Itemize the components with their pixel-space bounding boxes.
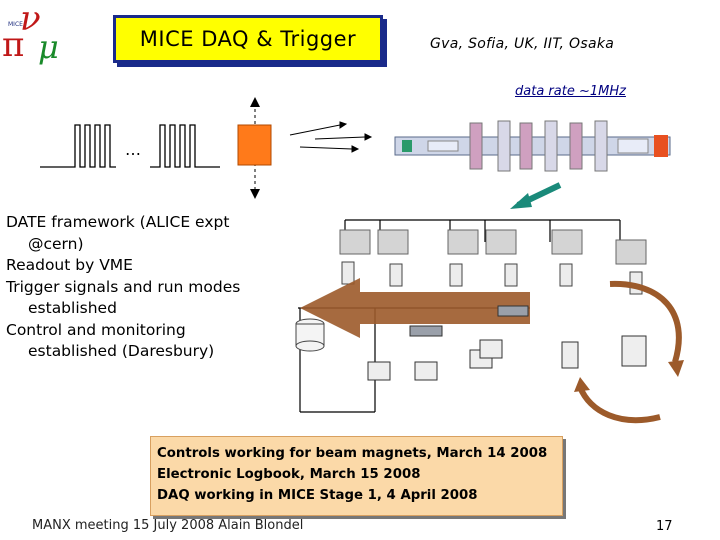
bullet-trigger: Trigger signals and run modes xyxy=(6,277,241,296)
data-store-icon xyxy=(295,318,325,352)
beamline-icon xyxy=(394,120,671,172)
terminal-icons xyxy=(367,335,647,381)
milestones-box: Controls working for beam magnets, March… xyxy=(150,436,563,516)
switch-icon xyxy=(409,305,529,337)
trigger-box-icon xyxy=(237,97,272,199)
brown-big-arrow-icon xyxy=(300,278,530,338)
workstation-icons xyxy=(341,261,643,295)
bullet-control-cont: established (Daresbury) xyxy=(28,342,215,360)
bullet-date-cont: @cern) xyxy=(28,234,84,253)
slide-title: MICE DAQ & Trigger xyxy=(139,27,357,51)
partners-text: Gva, Sofia, UK, IIT, Osaka xyxy=(430,36,615,52)
logo-nu-glyph: ν xyxy=(20,0,41,39)
bullet-list: DATE framework (ALICE expt @cern) Readou… xyxy=(6,212,291,363)
vme-crate-icons xyxy=(339,229,647,265)
pulse-ellipsis: … xyxy=(125,140,141,159)
network-diagram xyxy=(295,219,684,424)
logo-mu-glyph: μ xyxy=(38,28,59,66)
cycle-arrows-icon xyxy=(574,280,684,424)
logo-small-text: MICE xyxy=(8,21,23,28)
data-rate-link[interactable]: data rate ~1MHz xyxy=(515,84,626,99)
milestone-controls: Controls working for beam magnets, March… xyxy=(157,446,548,461)
mice-logo: ν π μ MICE xyxy=(2,0,59,66)
title-box: MICE DAQ & Trigger xyxy=(113,15,383,63)
footer-text: MANX meeting 15 July 2008 Alain Blondel xyxy=(32,518,304,533)
pulse-train-icon xyxy=(40,124,220,168)
page-number: 17 xyxy=(656,519,673,534)
signal-arrows-icon xyxy=(289,121,373,153)
bullet-date: DATE framework (ALICE expt xyxy=(6,213,230,231)
milestone-daq: DAQ working in MICE Stage 1, 4 April 200… xyxy=(157,488,478,503)
logo-pi-glyph: π xyxy=(2,25,24,65)
teal-arrow-icon xyxy=(510,182,562,209)
bullet-readout: Readout by VME xyxy=(6,256,133,274)
bullet-trigger-cont: established xyxy=(28,299,117,317)
bullet-control: Control and monitoring xyxy=(6,320,186,339)
trigger-diagram: … xyxy=(40,97,671,209)
milestone-logbook: Electronic Logbook, March 15 2008 xyxy=(157,467,421,482)
